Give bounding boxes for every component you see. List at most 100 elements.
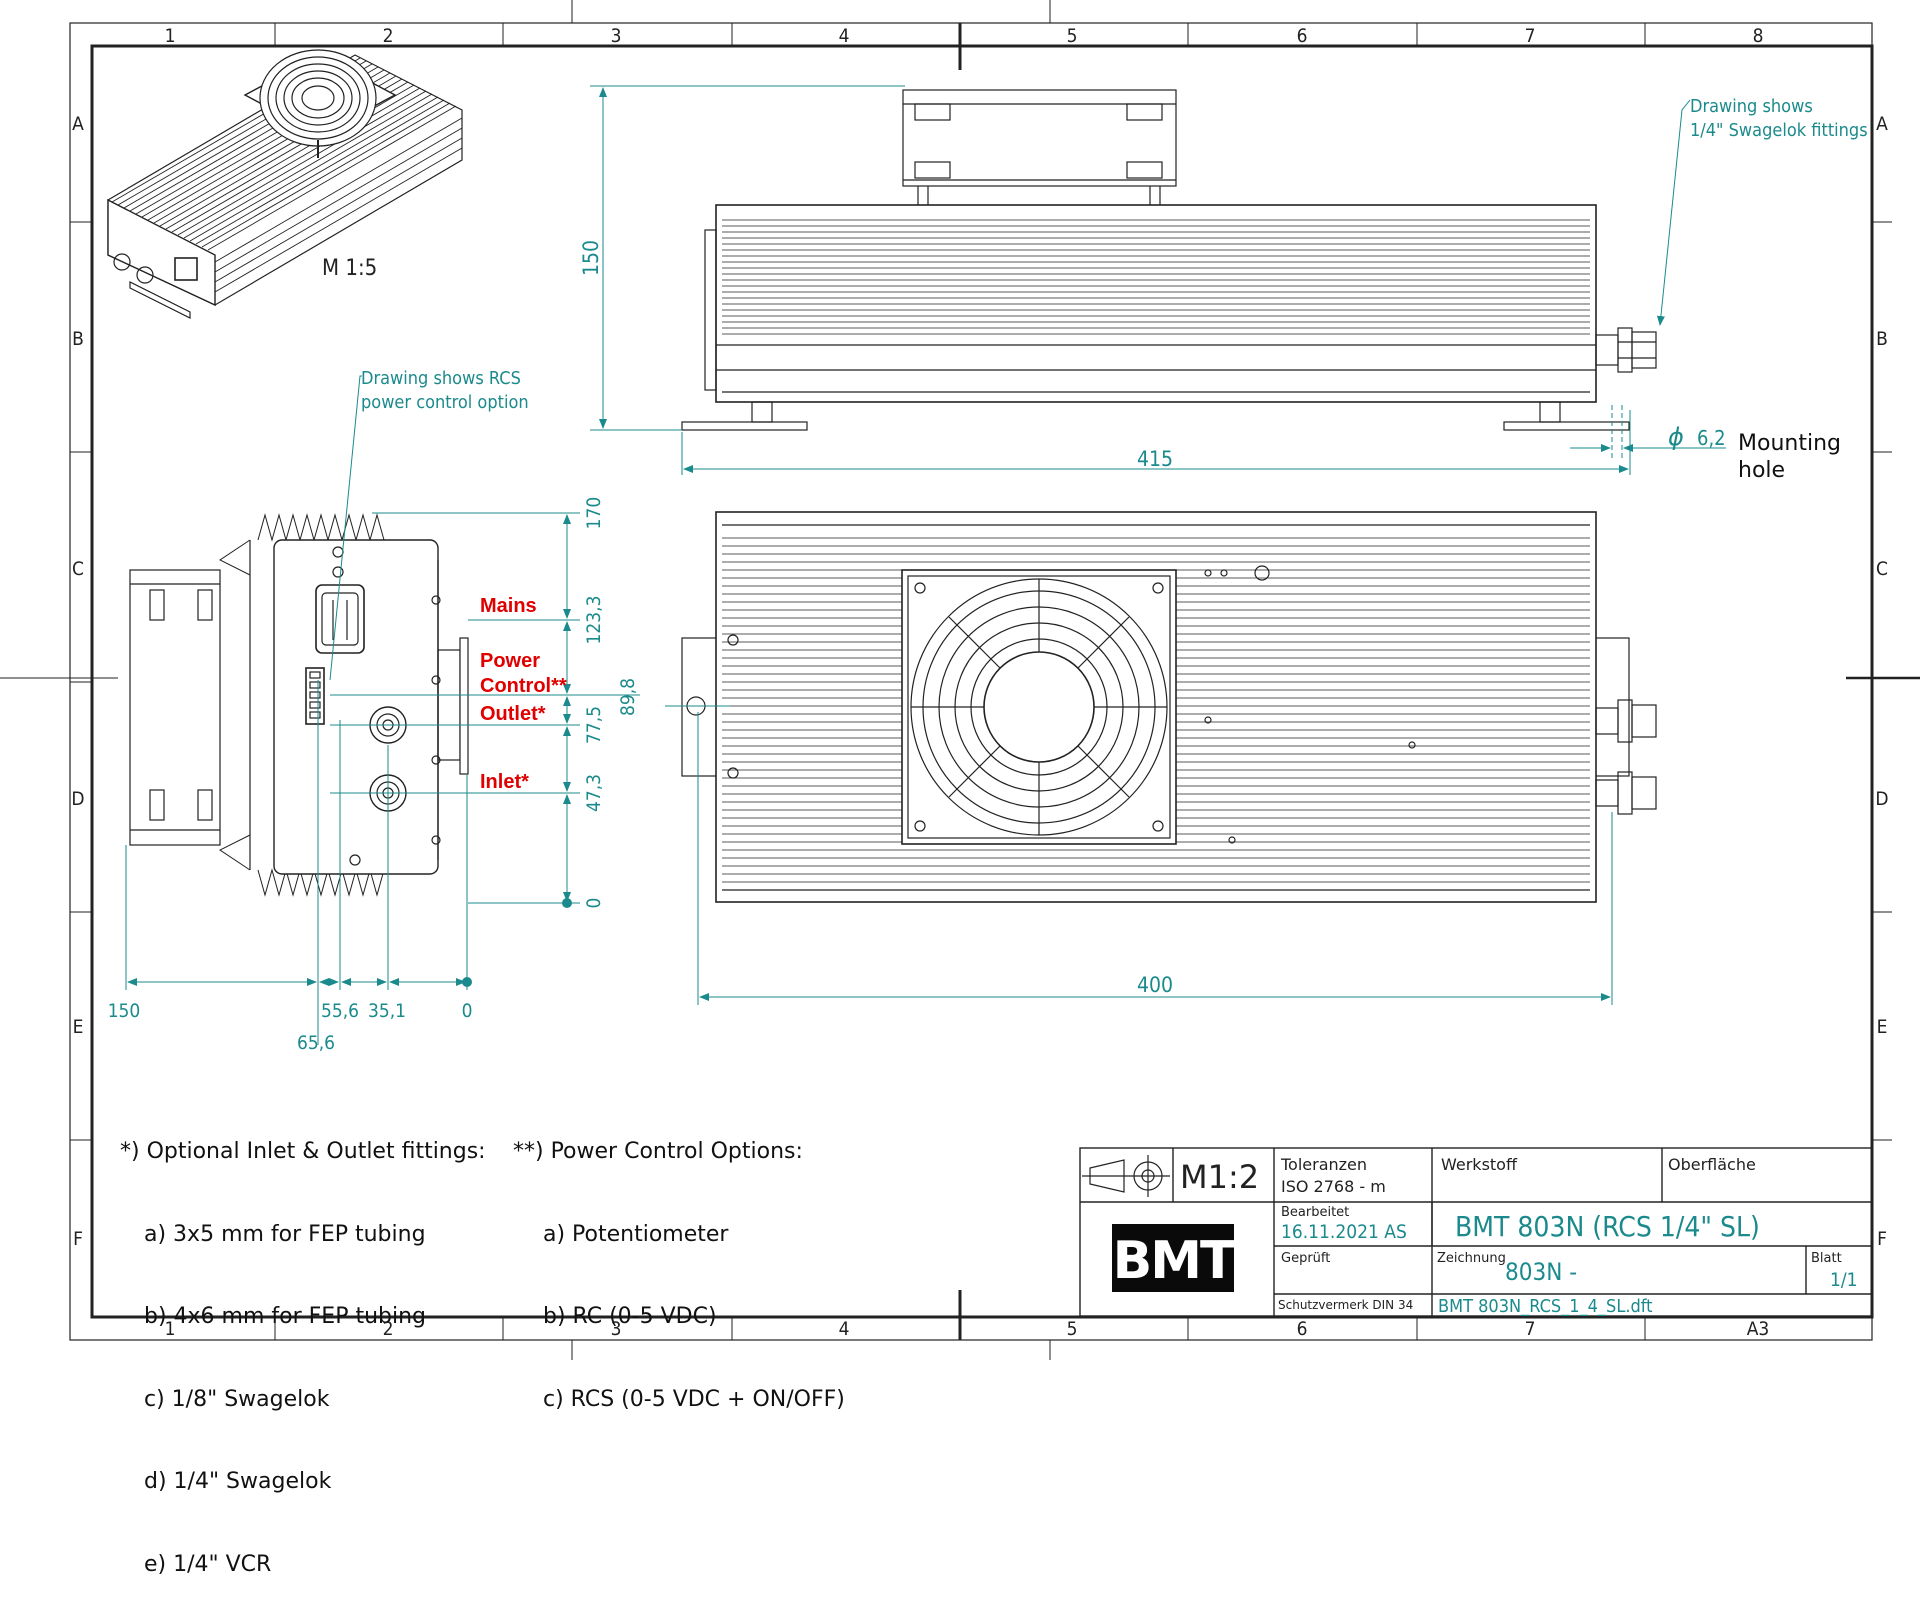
callout-power: Power — [480, 650, 540, 672]
callout-inlet: Inlet* — [480, 771, 529, 793]
top-view — [681, 511, 1657, 903]
column-label-2: 2 — [383, 25, 394, 47]
row-label-e-left: E — [73, 1016, 84, 1038]
row-label-b-left: B — [72, 328, 84, 350]
drawing-title: BMT 803N (RCS 1/4" SL) — [1455, 1210, 1760, 1243]
werkstoff-label: Werkstoff — [1441, 1155, 1518, 1174]
notes-power-control-item: a) Potentiometer — [543, 1221, 729, 1247]
bearbeitet-label: Bearbeitet — [1281, 1205, 1349, 1220]
fittings-note-line1: Drawing shows — [1690, 96, 1813, 117]
end-view — [129, 513, 469, 897]
notes-optional-fittings-item: a) 3x5 mm for FEP tubing — [144, 1221, 426, 1247]
row-label-a-right: A — [1876, 113, 1888, 135]
end-fan-frame — [129, 569, 221, 846]
left-mounting-foot — [681, 421, 808, 431]
iso-fan — [243, 49, 397, 158]
end-horizontal-datum — [462, 977, 472, 987]
projection-symbol-icon — [1082, 1155, 1170, 1197]
end-dim-47-3: 47,3 — [583, 774, 605, 812]
iso-scale-label: M 1:5 — [322, 256, 377, 281]
zeichnung-label: Zeichnung — [1437, 1251, 1506, 1266]
blatt-label: Blatt — [1811, 1251, 1842, 1266]
isometric-view — [107, 49, 463, 319]
side-length-dim: 415 — [1137, 447, 1173, 471]
column-label-4: 4 — [839, 25, 850, 47]
end-dim-150: 150 — [108, 1000, 141, 1022]
schutzvermerk-label: Schutzvermerk DIN 34 — [1278, 1298, 1413, 1312]
toleranzen-value: ISO 2768 - m — [1281, 1177, 1386, 1196]
end-dim-0-vertical: 0 — [583, 898, 605, 909]
row-label-b-right: B — [1876, 328, 1888, 350]
technical-drawing-sheet: 1 2 3 4 5 6 7 8 1 2 3 4 5 6 7 A3 A B C D… — [0, 0, 1920, 1360]
oberflaeche-label: Oberfläche — [1668, 1155, 1756, 1174]
drawing-filename: BMT 803N_RCS_1_4_SL.dft — [1438, 1296, 1653, 1317]
fittings-note-line2: 1/4" Swagelok fittings — [1690, 120, 1868, 141]
column-label-6: 6 — [1297, 25, 1308, 47]
bottom-column-label-2: 2 — [383, 1318, 394, 1340]
side-swagelok-fitting — [1595, 327, 1657, 373]
end-view-note-line2: power control option — [361, 392, 529, 413]
bearbeitet-value: 16.11.2021 AS — [1281, 1221, 1407, 1243]
bottom-column-label-6: 6 — [1297, 1318, 1308, 1340]
bottom-column-label-8: A3 — [1747, 1318, 1770, 1340]
notes-optional-fittings-item: b) 4x6 mm for FEP tubing — [144, 1304, 427, 1329]
end-dim-123-3: 123,3 — [583, 596, 605, 645]
end-view-note-line1: Drawing shows RCS — [361, 368, 521, 389]
side-fins — [722, 219, 1590, 335]
end-body — [273, 539, 439, 875]
notes-optional-fittings: *) Optional Inlet & Outlet fittings: a) … — [120, 1083, 486, 1606]
geprueft-label: Geprüft — [1281, 1251, 1330, 1266]
row-label-c-left: C — [72, 558, 84, 580]
top-fan — [901, 569, 1177, 845]
bottom-column-label-3: 3 — [611, 1318, 622, 1340]
end-power-control-connector — [305, 667, 325, 725]
column-label-5: 5 — [1067, 25, 1078, 47]
row-label-d-right: D — [1875, 788, 1888, 810]
bottom-column-label-5: 5 — [1067, 1318, 1078, 1340]
end-dim-170: 170 — [583, 497, 605, 530]
end-dim-55-6: 55,6 — [321, 1000, 359, 1022]
callout-control: Control** — [480, 675, 567, 697]
row-label-a-left: A — [72, 113, 84, 135]
side-view-dimensions — [590, 85, 1726, 475]
iso-fitting-1 — [113, 253, 131, 271]
top-view-dimensions — [665, 705, 1613, 1005]
end-dim-65-6: 65,6 — [297, 1032, 335, 1054]
row-label-f-left: F — [73, 1228, 83, 1250]
end-fins-top — [219, 513, 385, 897]
end-vertical-datum — [562, 898, 572, 908]
notes-optional-fittings-item: c) 1/8" Swagelok — [144, 1386, 330, 1412]
column-label-3: 3 — [611, 25, 622, 47]
zeichnung-value: 803N - — [1505, 1258, 1577, 1286]
mounting-hole-label-2: hole — [1738, 458, 1785, 483]
notes-optional-fittings-title: *) Optional Inlet & Outlet fittings: — [120, 1139, 486, 1164]
bmt-logo-text: BMT — [1113, 1231, 1236, 1291]
toleranzen-label: Toleranzen — [1280, 1155, 1367, 1174]
notes-optional-fittings-item: d) 1/4" Swagelok — [144, 1469, 332, 1494]
mounting-hole-label-1: Mounting — [1738, 431, 1841, 456]
row-label-c-right: C — [1876, 558, 1888, 580]
end-dim-35-1: 35,1 — [368, 1000, 406, 1022]
callout-outlet: Outlet* — [480, 703, 546, 725]
bmt-logo — [1112, 1224, 1234, 1292]
notes-power-control: **) Power Control Options: a) Potentiome… — [513, 1083, 845, 1441]
bottom-column-label-1: 1 — [165, 1318, 176, 1340]
side-height-dim: 150 — [579, 240, 603, 276]
end-dim-89-8: 89,8 — [617, 678, 639, 716]
notes-optional-fittings-item: e) 1/4" VCR — [144, 1551, 272, 1577]
side-view — [681, 89, 1657, 431]
notes-power-control-item: b) RC (0-5 VDC) — [543, 1304, 717, 1329]
end-dim-0-horizontal: 0 — [462, 1000, 473, 1022]
row-label-f-right: F — [1877, 1228, 1887, 1250]
top-outlet-fitting — [1595, 699, 1657, 743]
iso-fitting-2 — [136, 266, 154, 284]
side-main-body — [715, 204, 1597, 403]
end-view-dimensions — [125, 375, 640, 1045]
row-label-e-right: E — [1877, 1016, 1888, 1038]
drawing-frame — [0, 0, 1920, 1360]
blatt-value: 1/1 — [1830, 1269, 1858, 1291]
side-fan-frame — [902, 89, 1177, 187]
hole-diameter-symbol: ϕ — [1668, 423, 1684, 451]
hole-diameter-value: 6,2 — [1697, 426, 1726, 450]
row-label-d-left: D — [71, 788, 84, 810]
